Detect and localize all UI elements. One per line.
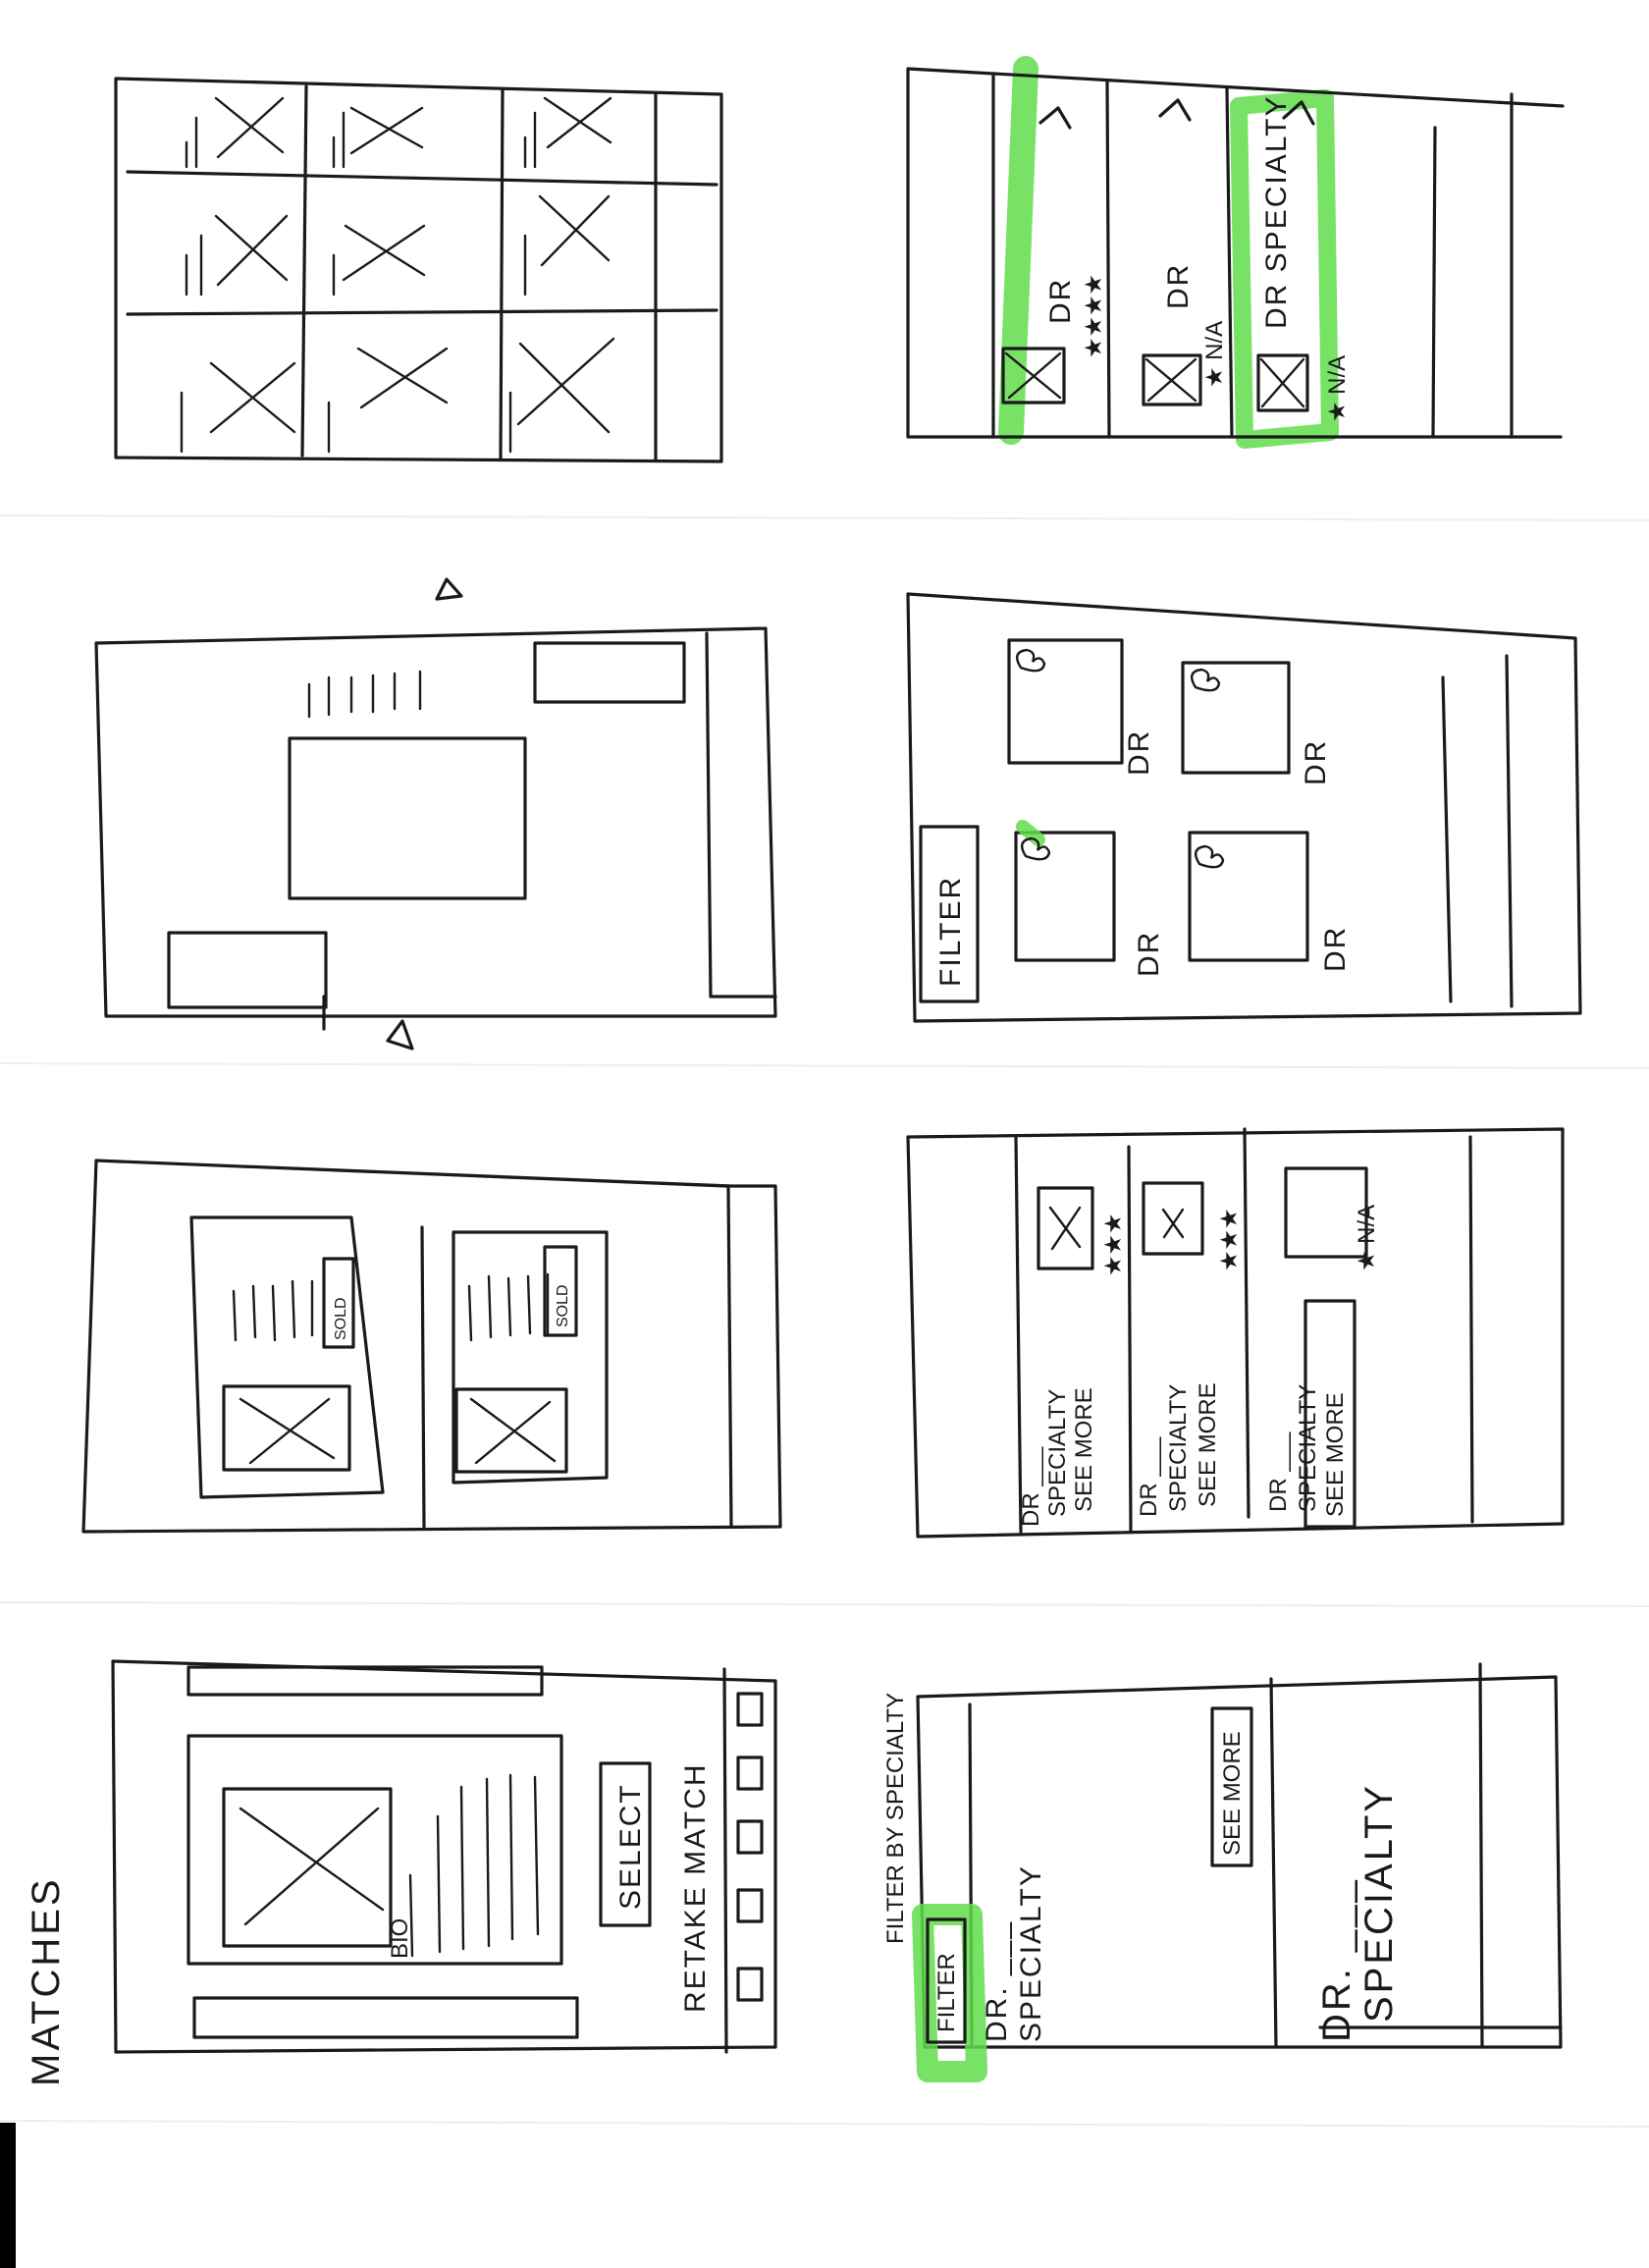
- row-title: DR SPECIALTY: [1260, 95, 1293, 330]
- nav-tab-icon[interactable]: [736, 1819, 764, 1855]
- row-title: DR ___: [1136, 1436, 1162, 1517]
- row-rating: ★ N/A: [1324, 355, 1351, 422]
- sold-badge: [543, 1245, 578, 1337]
- sold-badge-label: SOLD: [333, 1297, 349, 1340]
- see-more-button[interactable]: [1210, 1706, 1253, 1867]
- row-rating: ★★★: [1216, 1208, 1243, 1271]
- placeholder-image-icon: [209, 96, 615, 434]
- scan-edge: [0, 2123, 16, 2268]
- filter-button-label: FILTER: [933, 1953, 960, 2032]
- tile-label: DR: [1319, 926, 1352, 972]
- row-title: DR: [1044, 278, 1077, 324]
- sold-badge-label: SOLD: [555, 1284, 571, 1327]
- footer-bar: [192, 1996, 579, 2039]
- sketch-doctor-selected: DR ★★★★ DR ★ N/A DR SPECIALTY ★ N/A: [906, 56, 1565, 449]
- row-rating: ★★★★: [1081, 274, 1107, 358]
- filter-button-label: FILTER: [934, 876, 967, 987]
- sold-badge: [322, 1257, 355, 1349]
- match-card: [186, 1734, 563, 1966]
- sketch-doctor-rows: DR ___ SPECIALTY SEE MORE ★★★ DR ___ SPE…: [906, 1127, 1565, 1539]
- nav-tab-icon[interactable]: [736, 1888, 764, 1923]
- row-rating: ★ N/A: [1201, 321, 1228, 388]
- select-button-label: SELECT: [614, 1783, 647, 1910]
- heart-icon: [1015, 648, 1225, 869]
- filter-button[interactable]: [926, 1917, 967, 2044]
- row-rating: ★★★: [1100, 1213, 1127, 1276]
- row-subtitle: SPECIALTY: [1015, 1864, 1047, 2042]
- row-subtitle: SPECIALTY: [1357, 1783, 1401, 2023]
- row-link[interactable]: SEE MORE: [1195, 1382, 1221, 1507]
- nav-tab-icon[interactable]: [736, 1692, 764, 1727]
- sketch-detail-page: [94, 577, 777, 1051]
- placeholder-image-icon: [239, 1397, 557, 1465]
- row-subtitle: SPECIALTY: [1165, 1384, 1192, 1512]
- row-link[interactable]: SEE MORE: [1322, 1392, 1349, 1517]
- row-subtitle: SPECIALTY: [1295, 1384, 1321, 1512]
- sheet-divider: [0, 1601, 1649, 1607]
- tile-label: DR: [1300, 739, 1332, 785]
- placeholder-image-icon: [1001, 347, 1309, 412]
- tile-label: DR: [1123, 729, 1155, 776]
- row-title: DR. ___: [1315, 1877, 1358, 2042]
- sketch-image-grid: [114, 77, 723, 463]
- tile-label: DR: [1133, 931, 1165, 977]
- row-subtitle: SPECIALTY: [1044, 1389, 1071, 1517]
- sheet-divider: [0, 1062, 1649, 1069]
- chevron-up-icon: [1038, 98, 1315, 130]
- sheet-divider: [0, 2120, 1649, 2128]
- row-link[interactable]: SEE MORE: [1071, 1387, 1097, 1512]
- row-title: DR ___: [1265, 1431, 1292, 1512]
- select-button[interactable]: [599, 1761, 652, 1927]
- sketch-matches: MATCHES BIO SELECT RETAKE MATCH: [25, 1659, 777, 2086]
- placeholder-image-icon: [1048, 1206, 1185, 1251]
- row-title: DR: [1162, 263, 1195, 309]
- row-title: DR. ___: [981, 1920, 1013, 2042]
- nav-tab-icon[interactable]: [736, 1755, 764, 1791]
- nav-tab-icon[interactable]: [736, 1967, 764, 2002]
- see-more-label: SEE MORE: [1219, 1731, 1246, 1856]
- row-rating: ★ N/A: [1354, 1205, 1380, 1271]
- filter-button[interactable]: [919, 825, 980, 1003]
- bio-label: BIO: [387, 1918, 413, 1959]
- sheet-divider: [0, 514, 1649, 521]
- sketch-filter-list: FILTER BY SPECIALTY FILTER DR. ___ SPECI…: [882, 1662, 1563, 2082]
- see-more-button[interactable]: [1303, 1299, 1356, 1529]
- page-heading: MATCHES: [25, 1876, 68, 2086]
- sketch-sold-cards: SOLD SOLD: [81, 1159, 782, 1534]
- placeholder-image-icon: [222, 1787, 393, 1948]
- sketch-favorites-grid: FILTER DR DR DR DR: [906, 592, 1582, 1023]
- row-title: DR ___: [1018, 1446, 1044, 1527]
- retake-match-link[interactable]: RETAKE MATCH: [679, 1762, 712, 2013]
- header-bar: [186, 1665, 544, 1697]
- filter-caption: FILTER BY SPECIALTY: [882, 1693, 909, 1944]
- bottom-nav: [736, 1692, 764, 2002]
